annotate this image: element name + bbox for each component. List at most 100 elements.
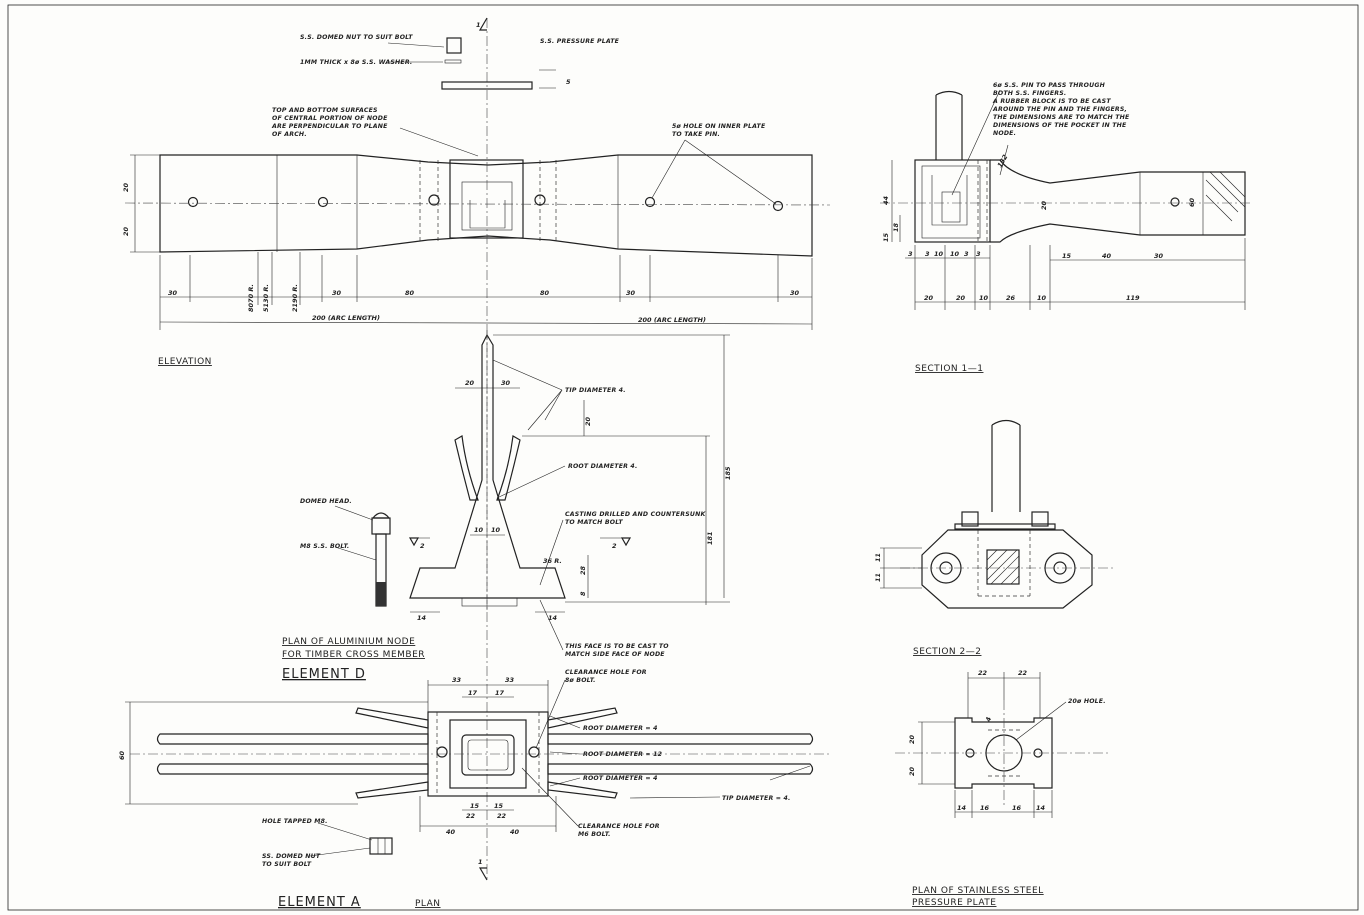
section-label-bottom: 1 bbox=[478, 858, 483, 866]
note-clearance-6: CLEARANCE HOLE FOR bbox=[578, 823, 660, 830]
dim-60: 60 bbox=[118, 750, 126, 760]
finger-left bbox=[454, 435, 479, 501]
note-hole-pin: 5ø HOLE ON INNER PLATE bbox=[672, 123, 766, 130]
svg-text:BOTH S.S. FINGERS.: BOTH S.S. FINGERS. bbox=[993, 90, 1066, 97]
elevation-hole bbox=[317, 196, 329, 208]
dim-14-right: 14 bbox=[548, 614, 558, 622]
dim-11-lower: 11 bbox=[874, 573, 882, 582]
dim-3b: 3 bbox=[925, 250, 930, 258]
section-label-top: 1 bbox=[476, 21, 481, 29]
svg-text:MATCH SIDE FACE OF NODE: MATCH SIDE FACE OF NODE bbox=[565, 651, 665, 658]
pressure-plate-title-line1: PLAN OF STAINLESS STEEL bbox=[912, 886, 1044, 896]
dim-arc-length-right: 200 (ARC LENGTH) bbox=[638, 316, 706, 324]
dim-80-right: 80 bbox=[540, 289, 550, 297]
dim-radius-2190: 2190 R. bbox=[291, 284, 299, 312]
dim-20-neck: 20 bbox=[1040, 200, 1048, 210]
dim-radius-8070: 8070 R. bbox=[247, 284, 255, 312]
dim-26: 26 bbox=[1006, 294, 1016, 302]
elevation-hole bbox=[187, 196, 199, 208]
note-m8-bolt: M8 S.S. BOLT. bbox=[300, 543, 349, 550]
note-tip-4: TIP DIAMETER = 4. bbox=[722, 795, 791, 802]
dim-14-a: 14 bbox=[957, 804, 967, 812]
dim-36-radius: 36 R. bbox=[543, 557, 562, 565]
svg-text:TO SUIT BOLT: TO SUIT BOLT bbox=[262, 861, 312, 868]
hatched-block bbox=[986, 549, 1020, 585]
dim-132: 132 bbox=[996, 153, 1010, 169]
dim-22-right: 22 bbox=[497, 812, 507, 820]
dim-radius-5130: 5130 R. bbox=[262, 284, 270, 312]
finger-right bbox=[496, 435, 521, 501]
pressure-plate-view: 20ø HOLE. 22 22 4 20 20 14 16 16 14 PLAN… bbox=[895, 669, 1110, 908]
domed-head bbox=[371, 512, 391, 519]
sheet-border bbox=[7, 4, 1359, 911]
dim-4: 4 bbox=[984, 716, 993, 723]
finger-right-upper bbox=[547, 733, 814, 745]
nut-left-2-2 bbox=[961, 511, 979, 527]
dim-15-left: 15 bbox=[470, 802, 480, 810]
note-20-hole: 20ø HOLE. bbox=[1068, 698, 1106, 705]
dim-16-a: 16 bbox=[980, 804, 990, 812]
dim-20-top: 20 bbox=[465, 379, 475, 387]
element-d-title-line1: PLAN OF ALUMINIUM NODE bbox=[282, 637, 415, 647]
dim-30-b: 30 bbox=[626, 289, 636, 297]
pressure-plate-title-line2: PRESSURE PLATE bbox=[912, 898, 996, 908]
dim-44: 44 bbox=[882, 195, 890, 205]
dim-16-b: 16 bbox=[1012, 804, 1022, 812]
dim-arc-length-left: 200 (ARC LENGTH) bbox=[312, 314, 380, 322]
section-mark-2-left: 2 bbox=[420, 542, 425, 550]
element-a-label: ELEMENT A bbox=[278, 895, 361, 910]
dim-15-right: 15 bbox=[494, 802, 504, 810]
note-root-4-upper: ROOT DIAMETER = 4 bbox=[583, 725, 658, 732]
section-2-2-view: 11 11 SECTION 2—2 bbox=[874, 419, 1115, 657]
dim-20-vertical: 20 bbox=[584, 416, 592, 426]
dim-11-upper: 11 bbox=[874, 553, 882, 562]
dim-5: 5 bbox=[566, 78, 571, 86]
dim-17-right: 17 bbox=[495, 689, 505, 697]
elevation-view: 1 5 S.S. DOMED NUT TO SUIT BOLT 1MM THIC… bbox=[122, 17, 831, 880]
dim-30-tail: 30 bbox=[1154, 252, 1164, 260]
svg-text:M6 BOLT.: M6 BOLT. bbox=[578, 831, 611, 838]
section-1-1-view: 132 6ø S.S. PIN TO PASS THROUGH BOTH S.S… bbox=[880, 82, 1250, 374]
svg-text:8ø BOLT.: 8ø BOLT. bbox=[565, 677, 596, 684]
dim-10-a: 10 bbox=[474, 526, 484, 534]
section-2-2-outline bbox=[921, 529, 1093, 609]
section-tail-outline bbox=[990, 159, 1246, 243]
elevation-title: ELEVATION bbox=[158, 357, 212, 367]
note-domed-head: DOMED HEAD. bbox=[300, 498, 352, 505]
note-pressure-plate: S.S. PRESSURE PLATE bbox=[540, 38, 620, 45]
node-body bbox=[409, 333, 566, 599]
dim-20-b2: 20 bbox=[956, 294, 966, 302]
dim-3d: 3 bbox=[976, 250, 981, 258]
note-root-12: ROOT DIAMETER = 12 bbox=[583, 751, 662, 758]
note-face: THIS FACE IS TO BE CAST TO bbox=[565, 643, 669, 650]
note-domed-nut: S.S. DOMED NUT TO SUIT BOLT bbox=[300, 34, 413, 41]
svg-text:TO MATCH BOLT: TO MATCH BOLT bbox=[565, 519, 623, 526]
note-root-4-lower: ROOT DIAMETER = 4 bbox=[583, 775, 658, 782]
elevation-hole bbox=[772, 200, 784, 212]
element-d-title-line2: FOR TIMBER CROSS MEMBER bbox=[282, 650, 425, 660]
section-arrow-bottom bbox=[478, 867, 488, 881]
elevation-hole bbox=[534, 194, 546, 206]
dim-20-b: 20 bbox=[908, 766, 916, 776]
dim-22-a: 22 bbox=[978, 669, 988, 677]
dim-30: 30 bbox=[332, 289, 342, 297]
svg-text:OF ARCH.: OF ARCH. bbox=[272, 131, 307, 138]
dim-119: 119 bbox=[1126, 294, 1140, 302]
svg-text:THE DIMENSIONS ARE TO MATCH TH: THE DIMENSIONS ARE TO MATCH THE bbox=[993, 114, 1130, 121]
svg-text:ARE PERPENDICULAR TO PLANE: ARE PERPENDICULAR TO PLANE bbox=[271, 123, 388, 130]
finger-left-upper bbox=[156, 733, 429, 745]
dim-33-left: 33 bbox=[452, 676, 462, 684]
dim-8: 8 bbox=[579, 591, 587, 596]
svg-text:AROUND THE PIN AND THE FINGERS: AROUND THE PIN AND THE FINGERS, bbox=[992, 106, 1127, 113]
dim-40-right: 40 bbox=[510, 828, 520, 836]
note-surfaces-line1: TOP AND BOTTOM SURFACES bbox=[272, 107, 378, 114]
nut-right-2-2 bbox=[1031, 511, 1049, 527]
dim-15-tail: 15 bbox=[1062, 252, 1072, 260]
element-a-plan-label: PLAN bbox=[415, 899, 441, 909]
dim-30-right: 30 bbox=[790, 289, 800, 297]
note-hole-tapped: HOLE TAPPED M8. bbox=[262, 818, 328, 825]
element-d-label: ELEMENT D bbox=[282, 667, 366, 682]
dim-185: 185 bbox=[724, 466, 732, 480]
elevation-hole bbox=[428, 194, 440, 206]
